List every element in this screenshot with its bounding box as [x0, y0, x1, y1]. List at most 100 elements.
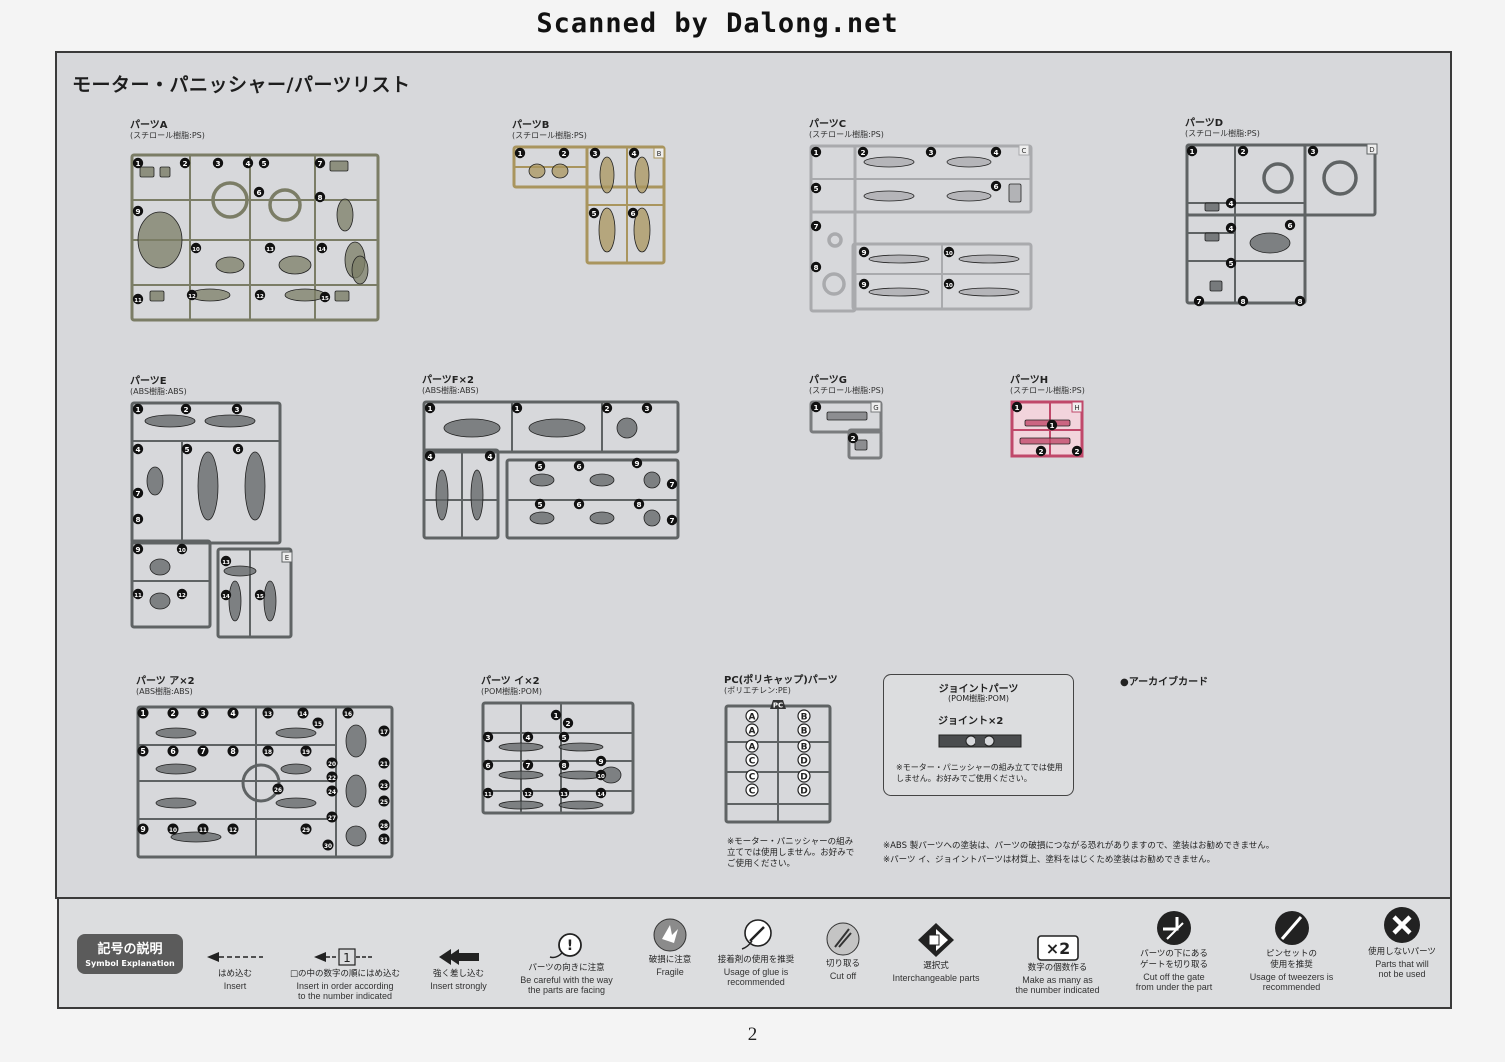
runner-gate-letter: E	[285, 554, 289, 562]
svg-text:1: 1	[514, 404, 519, 413]
part-number-badge: 4	[227, 707, 239, 719]
part-number-badge: 1	[132, 157, 144, 169]
part-number-badge: 3	[212, 157, 224, 169]
svg-text:7: 7	[135, 489, 140, 498]
part-number-badge: 30	[322, 839, 334, 851]
runner-h-name: パーツH	[1010, 375, 1049, 386]
runner-e-name: パーツE	[130, 376, 167, 387]
page-number: 2	[747, 1024, 758, 1045]
polycap-label: B	[797, 709, 811, 723]
svg-text:14: 14	[597, 792, 605, 798]
part-number-badge: 6	[573, 498, 585, 510]
svg-text:B: B	[801, 713, 808, 723]
part-number-badge: 9	[858, 278, 870, 290]
legend-title: 記号の説明 Symbol Explanation	[77, 934, 183, 974]
part-number-badge: 3	[231, 403, 243, 415]
part-number-badge: 2	[857, 146, 869, 158]
part-number-badge: 7	[314, 157, 326, 169]
svg-text:!: !	[566, 938, 572, 954]
part-number-badge: 25	[378, 795, 390, 807]
symbol-insert: はめ込む Insert	[199, 927, 271, 991]
svg-text:D: D	[800, 773, 807, 783]
part-number-badge: 12	[186, 289, 198, 301]
runner-e-material: (ABS樹脂:ABS)	[130, 387, 187, 396]
svg-text:7: 7	[525, 761, 530, 770]
svg-text:1: 1	[135, 159, 140, 168]
svg-text:3: 3	[485, 733, 490, 742]
part-number-badge: 6	[627, 207, 639, 219]
svg-text:A: A	[749, 727, 756, 737]
svg-text:8: 8	[813, 263, 818, 272]
part-number-badge: 10	[167, 823, 179, 835]
part-number-badge: 4	[424, 450, 436, 462]
part-number-badge: 5	[258, 157, 270, 169]
svg-text:5: 5	[813, 184, 818, 193]
svg-text:4: 4	[1228, 199, 1233, 208]
part-number-badge: 8	[227, 745, 239, 757]
svg-text:15: 15	[321, 296, 329, 302]
runner-d-material: (スチロール樹脂:PS)	[1185, 129, 1260, 138]
svg-text:8: 8	[636, 500, 641, 509]
svg-text:8: 8	[230, 747, 235, 756]
runner-h-material: (スチロール樹脂:PS)	[1010, 386, 1085, 395]
svg-text:8: 8	[1297, 297, 1302, 306]
part-number-badge: 3	[197, 707, 209, 719]
svg-text:7: 7	[200, 747, 205, 756]
part-number-badge: 7	[666, 514, 678, 526]
polycap-label: C	[745, 753, 759, 767]
svg-text:17: 17	[380, 730, 388, 736]
part-number-badge: 8	[314, 191, 326, 203]
svg-text:3: 3	[644, 404, 649, 413]
part-number-badge: 11	[132, 293, 144, 305]
svg-text:9: 9	[140, 825, 145, 834]
svg-text:6: 6	[630, 209, 635, 218]
part-number-badge: 14	[316, 242, 328, 254]
part-number-badge: 6	[167, 745, 179, 757]
svg-text:6: 6	[170, 747, 175, 756]
part-number-badge: 1	[550, 709, 562, 721]
svg-text:8: 8	[317, 193, 322, 202]
svg-text:B: B	[801, 743, 808, 753]
runner-b-name: パーツB	[512, 120, 550, 131]
svg-text:1: 1	[1189, 147, 1194, 156]
svg-text:8: 8	[1240, 297, 1245, 306]
svg-text:2: 2	[182, 159, 187, 168]
part-number-badge: 14	[297, 707, 309, 719]
part-number-badge: 17	[378, 725, 390, 737]
svg-text:11: 11	[134, 298, 142, 304]
gate-cut-icon	[1157, 911, 1191, 945]
svg-text:1: 1	[813, 403, 818, 412]
svg-text:11: 11	[199, 828, 207, 834]
svg-text:19: 19	[302, 750, 310, 756]
cut-off-icon	[826, 922, 860, 956]
svg-text:PC: PC	[773, 702, 783, 710]
part-number-badge: 7	[197, 745, 209, 757]
svg-text:D: D	[800, 787, 807, 797]
part-number-badge: 6	[232, 443, 244, 455]
svg-text:A: A	[749, 743, 756, 753]
part-number-badge: 3	[641, 402, 653, 414]
svg-text:25: 25	[380, 800, 388, 806]
insert-arrow-icon	[207, 952, 263, 962]
svg-text:4: 4	[245, 159, 250, 168]
svg-text:1: 1	[343, 951, 351, 965]
part-number-badge: 5	[558, 731, 570, 743]
svg-text:7: 7	[669, 480, 674, 489]
svg-text:6: 6	[235, 445, 240, 454]
symbol-insert-order: 1 □の中の数字の順にはめ込む Insert in order accordin…	[281, 927, 409, 1001]
svg-text:9: 9	[861, 280, 866, 289]
part-number-badge: 21	[378, 757, 390, 769]
svg-text:1: 1	[140, 709, 145, 718]
svg-text:27: 27	[328, 816, 336, 822]
svg-text:2: 2	[561, 149, 566, 158]
part-number-badge: 10	[176, 543, 188, 555]
svg-text:1: 1	[813, 148, 818, 157]
part-number-badge: 9	[631, 457, 643, 469]
svg-text:2: 2	[1038, 447, 1043, 456]
part-number-badge: 24	[326, 785, 338, 797]
part-number-badge: 1	[810, 146, 822, 158]
